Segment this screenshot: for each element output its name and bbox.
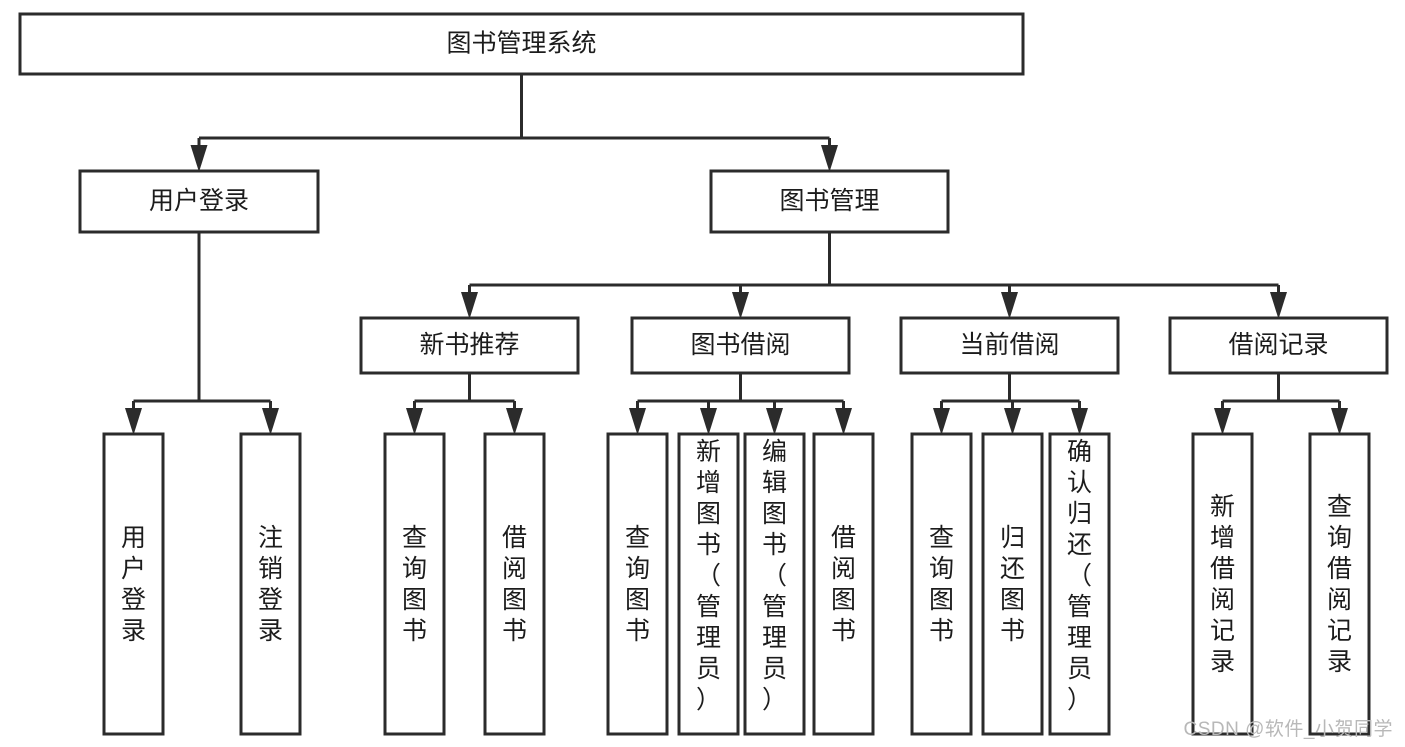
node-label: 新增借阅记录	[1210, 493, 1235, 676]
arrow-head-icon	[506, 408, 523, 435]
node-leaf-return-book[interactable]: 归还图书	[981, 432, 1044, 736]
node-leaf-query-book-1[interactable]: 查询图书	[383, 432, 446, 736]
node-box	[1048, 432, 1111, 736]
node-label: 注销登录	[258, 524, 283, 645]
node-leaf-query-book-2[interactable]: 查询图书	[606, 432, 669, 736]
node-label: 确认归还（管理员）	[1067, 438, 1092, 714]
arrow-head-icon	[821, 145, 838, 172]
node-leaf-user-login[interactable]: 用户登录	[102, 432, 165, 736]
arrow-head-icon	[1001, 292, 1018, 319]
node-label: 用户登录	[121, 524, 146, 645]
node-label: 用户登录	[149, 187, 249, 215]
node-leaf-borrow-book-1[interactable]: 借阅图书	[483, 432, 546, 736]
arrow-head-icon	[835, 408, 852, 435]
node-current-borrow[interactable]: 当前借阅	[899, 316, 1120, 375]
node-box	[709, 169, 950, 234]
node-label: 借阅图书	[831, 524, 856, 645]
node-leaf-add-record[interactable]: 新增借阅记录	[1191, 432, 1254, 736]
node-label: 查询图书	[929, 524, 954, 645]
node-box	[78, 169, 320, 234]
arrow-head-icon	[125, 408, 142, 435]
node-label: 借阅记录	[1228, 331, 1328, 359]
watermark-text: CSDN @软件_小贺同学	[1183, 719, 1393, 740]
node-label: 图书借阅	[690, 331, 790, 359]
node-box	[606, 432, 669, 736]
node-box	[18, 12, 1025, 76]
node-label: 新书推荐	[419, 331, 519, 359]
arrow-head-icon	[262, 408, 279, 435]
node-label: 查询图书	[625, 524, 650, 645]
arrow-head-icon	[629, 408, 646, 435]
arrow-head-icon	[461, 292, 478, 319]
node-book-borrow[interactable]: 图书借阅	[630, 316, 851, 375]
node-box	[102, 432, 165, 736]
node-box	[910, 432, 973, 736]
node-box	[630, 316, 851, 375]
connector-layer	[125, 74, 1348, 435]
node-box	[1308, 432, 1371, 736]
arrow-head-icon	[406, 408, 423, 435]
node-box	[359, 316, 580, 375]
arrow-head-icon	[190, 145, 208, 172]
node-label: 当前借阅	[959, 331, 1059, 359]
arrow-head-icon	[700, 408, 717, 435]
node-label: 新增图书（管理员）	[696, 438, 721, 714]
node-label: 查询图书	[402, 524, 427, 645]
node-leaf-logout[interactable]: 注销登录	[239, 432, 302, 736]
node-root[interactable]: 图书管理系统	[18, 12, 1025, 76]
node-box	[1191, 432, 1254, 736]
node-leaf-edit-book[interactable]: 编辑图书（管理员）	[743, 432, 806, 736]
node-label: 查询借阅记录	[1327, 493, 1352, 676]
node-label: 图书管理	[779, 187, 879, 215]
node-leaf-borrow-book-2[interactable]: 借阅图书	[812, 432, 875, 736]
node-leaf-query-record[interactable]: 查询借阅记录	[1308, 432, 1371, 736]
node-label: 归还图书	[1000, 524, 1025, 645]
node-leaf-query-book-3[interactable]: 查询图书	[910, 432, 973, 736]
node-box	[383, 432, 446, 736]
node-box	[677, 432, 740, 736]
node-label: 图书管理系统	[446, 30, 596, 58]
node-box	[812, 432, 875, 736]
arrow-head-icon	[766, 408, 783, 435]
node-box	[1168, 316, 1389, 375]
arrow-head-icon	[1004, 408, 1021, 435]
node-layer: 图书管理系统用户登录图书管理新书推荐图书借阅当前借阅借阅记录用户登录注销登录查询…	[18, 12, 1389, 736]
node-label: 借阅图书	[502, 524, 527, 645]
arrow-head-icon	[1071, 408, 1088, 435]
node-box	[899, 316, 1120, 375]
arrow-head-icon	[1331, 408, 1348, 435]
node-new-book-rec[interactable]: 新书推荐	[359, 316, 580, 375]
arrow-head-icon	[933, 408, 950, 435]
node-box	[483, 432, 546, 736]
arrow-head-icon	[1214, 408, 1231, 435]
node-box	[743, 432, 806, 736]
arrow-head-icon	[732, 292, 749, 319]
node-leaf-confirm-return[interactable]: 确认归还（管理员）	[1048, 432, 1111, 736]
node-user-login[interactable]: 用户登录	[78, 169, 320, 234]
node-label: 编辑图书（管理员）	[762, 438, 787, 714]
node-box	[981, 432, 1044, 736]
arrow-head-icon	[1270, 292, 1287, 319]
node-leaf-add-book[interactable]: 新增图书（管理员）	[677, 432, 740, 736]
node-book-manage[interactable]: 图书管理	[709, 169, 950, 234]
node-borrow-record[interactable]: 借阅记录	[1168, 316, 1389, 375]
node-box	[239, 432, 302, 736]
